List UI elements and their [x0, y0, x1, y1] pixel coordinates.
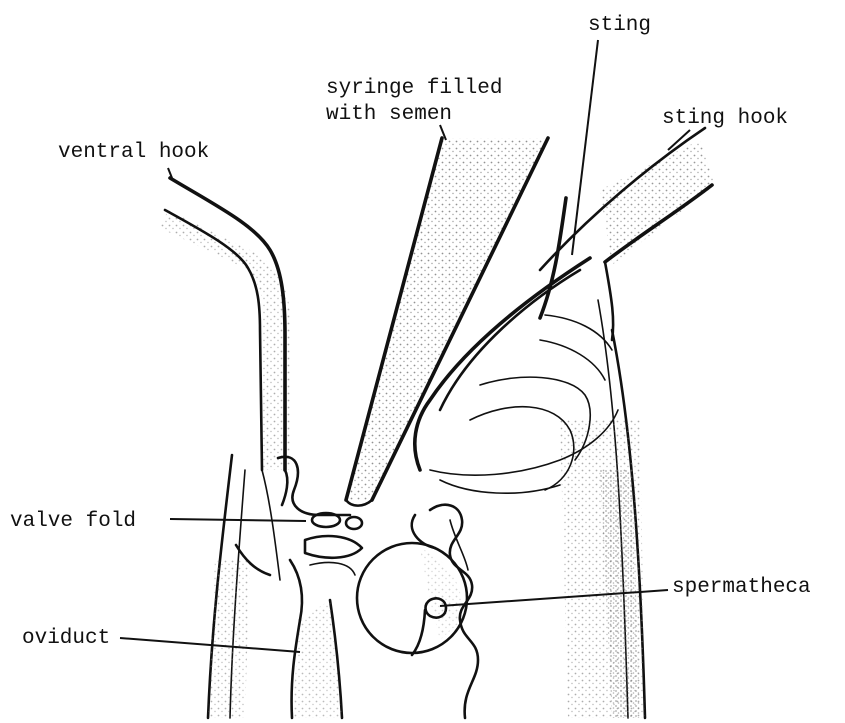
spermatheca: [357, 505, 478, 718]
label-oviduct: oviduct: [22, 627, 110, 650]
valve-fold-structure: [236, 457, 362, 620]
label-ventral-hook: ventral hook: [58, 141, 209, 164]
leader-valve-fold: [170, 519, 306, 521]
label-syringe-line1: syringe filled: [326, 77, 502, 100]
leader-oviduct: [120, 638, 300, 652]
syringe: [346, 138, 548, 506]
label-valve-fold: valve fold: [10, 510, 136, 533]
label-spermatheca: spermatheca: [672, 576, 811, 599]
label-sting: sting: [588, 14, 651, 37]
label-syringe-line2: with semen: [326, 103, 452, 126]
label-sting-hook: sting hook: [662, 107, 788, 130]
